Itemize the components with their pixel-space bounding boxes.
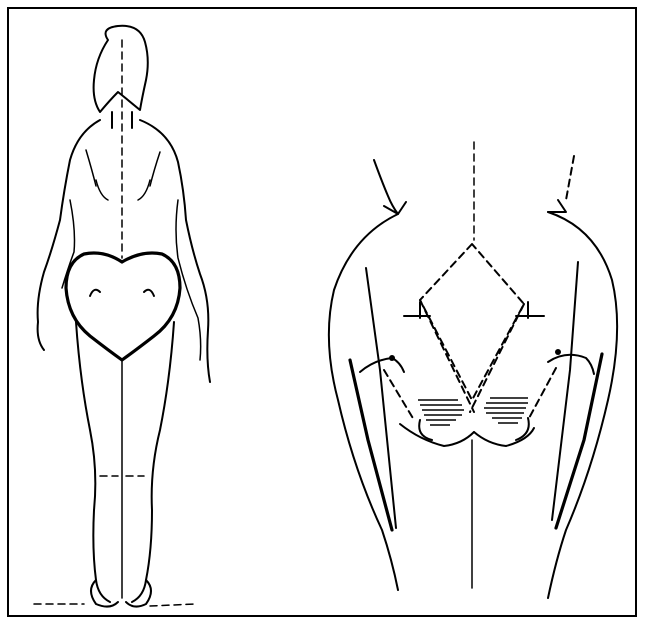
right-reference-line	[552, 262, 578, 520]
right-diagonal-dashed	[470, 304, 524, 412]
left-flank-marker	[374, 160, 406, 214]
sacral-dimple-right	[144, 290, 154, 296]
lower-left-dashed	[384, 370, 414, 420]
gluteal-cleft-curve	[419, 418, 529, 440]
shoulder-blade-right	[138, 180, 150, 200]
left-foot	[91, 580, 118, 607]
right-foot	[126, 580, 151, 607]
buttocks-outline	[66, 253, 180, 360]
left-diagonal-dashed	[420, 300, 474, 412]
left-trochanter-arc	[360, 358, 404, 372]
right-gluteal-fold	[474, 428, 534, 446]
torso-right-outline	[140, 120, 210, 382]
left-hatching	[418, 400, 464, 425]
sacral-dimple-left	[90, 290, 100, 296]
right-leg-outer	[132, 322, 174, 602]
pelvis-detail-view	[329, 142, 617, 598]
back-detail-left	[86, 150, 96, 186]
right-hip-outline	[548, 212, 617, 598]
head-outline	[94, 26, 148, 112]
shoulder-blade-left	[96, 180, 108, 200]
torso-left-outline	[38, 120, 100, 350]
left-leg-outer	[76, 322, 110, 602]
right-thigh-bold-line	[556, 354, 602, 528]
right-flank-marker	[566, 156, 574, 200]
left-hip-outline	[329, 214, 398, 590]
left-joint-dot	[389, 355, 395, 361]
back-detail-right	[150, 152, 160, 186]
left-gluteal-fold	[400, 424, 474, 446]
lower-right-dashed	[528, 368, 556, 420]
right-hatching	[484, 398, 528, 423]
sacral-rhombus	[420, 244, 524, 400]
right-flank-arrow	[548, 200, 566, 212]
right-joint-dot	[555, 349, 561, 355]
full-body-back-view	[34, 26, 210, 607]
